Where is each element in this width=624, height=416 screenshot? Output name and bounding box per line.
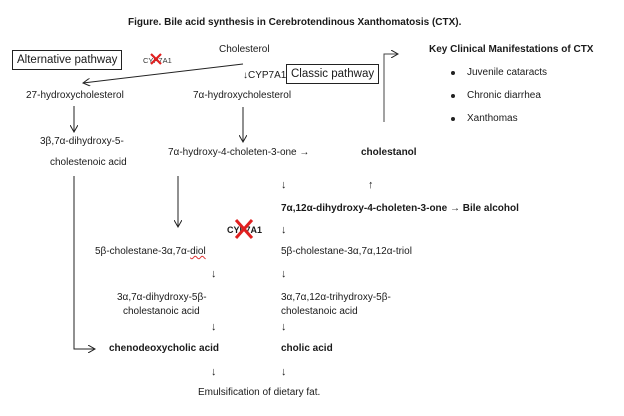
node-dihydroxy-choleten-bile-alcohol: 7α,12α-dihydroxy-4-choleten-3-one → Bile…: [281, 203, 519, 214]
clinical-heading: Key Clinical Manifestations of CTX: [429, 44, 594, 55]
enzyme-label: CYP7A1: [248, 70, 287, 81]
blocked-x-icon-mid: [234, 219, 254, 239]
arrow-alternative-to-cdca: [73, 176, 95, 349]
arrow-down: ↓: [211, 366, 217, 378]
node-cholestanol: cholestanol: [361, 147, 417, 158]
arrow-down: ↓: [281, 321, 287, 333]
node-chenodeoxycholic-acid: chenodeoxycholic acid: [109, 343, 220, 354]
diol-prefix: 5β-cholestane-3α,7α-: [95, 246, 191, 257]
node-dihydroxy-cholestanoic-line1: 3α,7α-dihydroxy-5β-: [117, 292, 207, 303]
node-cholestane-diol: 5β-cholestane-3α,7α-diol: [95, 246, 206, 258]
arrow-cholestanol-to-clinical: [383, 54, 398, 122]
node-emulsification: Emulsification of dietary fat.: [198, 387, 321, 398]
bullet-icon: [451, 117, 455, 121]
diol-suffix: diol: [190, 246, 206, 257]
enzyme-cyp7a1-classic: ↓CYP7A1: [243, 70, 286, 82]
arrow-down: ↓: [211, 268, 217, 280]
arrow-down: ↓: [281, 268, 287, 280]
clinical-item: Juvenile cataracts: [467, 67, 548, 78]
arrow-down: ↓: [281, 179, 287, 191]
classic-pathway-box: Classic pathway: [286, 64, 380, 84]
bullet-icon: [451, 94, 455, 98]
clinical-item: Xanthomas: [467, 113, 518, 124]
arrow-up: ↑: [368, 179, 374, 191]
node-27-hydroxycholesterol: 27-hydroxycholesterol: [26, 90, 124, 101]
arrow-down: ↓: [243, 70, 248, 81]
node-cholic-acid: cholic acid: [281, 343, 333, 354]
arrow-down: ↓: [281, 224, 287, 236]
node-dihydroxy-cholestanoic-line2: cholestanoic acid: [123, 306, 200, 317]
node-trihydroxy-cholestanoic-line2: cholestanoic acid: [281, 306, 358, 317]
bullet-icon: [451, 71, 455, 75]
node-dihydroxy-cholestenoic-line1: 3β,7α-dihydroxy-5-: [40, 136, 124, 147]
blocked-x-icon-top: [150, 53, 162, 65]
node-cholesterol: Cholesterol: [219, 44, 270, 55]
node-dihydroxy-cholestenoic-line2: cholestenoic acid: [50, 157, 127, 168]
node-trihydroxy-cholestanoic-line1: 3α,7α,12α-trihydroxy-5β-: [281, 292, 391, 303]
arrow-down: ↓: [281, 366, 287, 378]
figure-title: Figure. Bile acid synthesis in Cerebrote…: [128, 17, 462, 28]
node-cholestane-triol: 5β-cholestane-3α,7α,12α-triol: [281, 246, 412, 257]
alternative-pathway-box: Alternative pathway: [12, 50, 123, 70]
arrow-cholesterol-to-27-hydroxy: [83, 63, 244, 83]
clinical-item: Chronic diarrhea: [467, 90, 541, 101]
arrow-down: ↓: [211, 321, 217, 333]
node-7a-hydroxycholesterol: 7α-hydroxycholesterol: [193, 90, 292, 101]
node-7a-hydroxy-choleten-one: 7α-hydroxy-4-choleten-3-one →: [168, 147, 310, 158]
